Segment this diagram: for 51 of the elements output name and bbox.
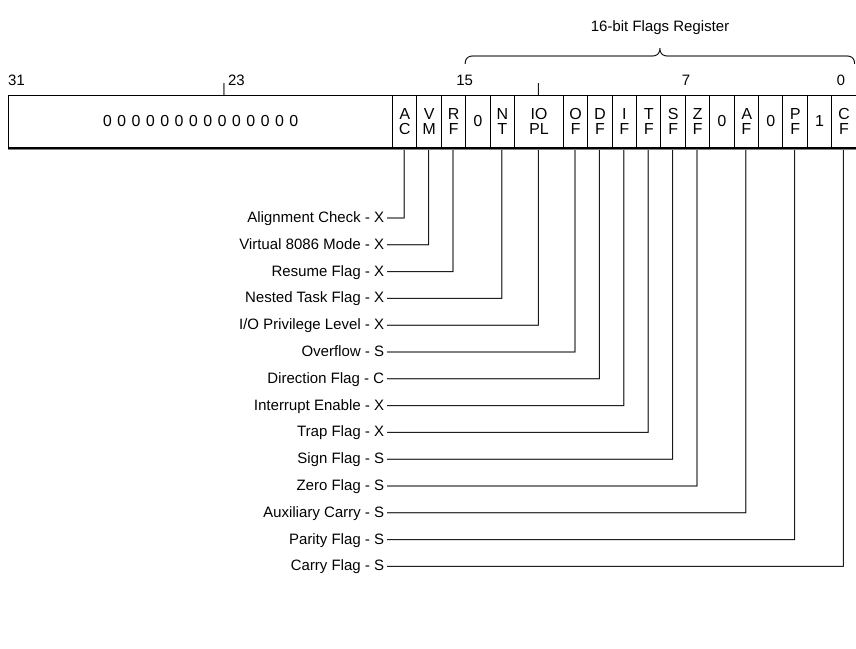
flag-bit-cell: V M: [416, 95, 442, 148]
bit-number: 23: [228, 72, 245, 89]
flag-bit-cell: 0: [758, 95, 784, 148]
flag-label: Virtual 8086 Mode - X: [239, 236, 384, 254]
leader-line: [386, 150, 624, 406]
flag-bit-cell: Z F: [684, 95, 710, 148]
bit-number: 15: [456, 72, 473, 89]
leader-line: [386, 150, 796, 540]
flag-label: Alignment Check - X: [247, 209, 384, 227]
flag-label: Resume Flag - X: [271, 262, 384, 281]
flag-bit-cell: 0: [709, 95, 735, 148]
flag-bit-cell: T F: [636, 95, 662, 148]
leader-line: [386, 150, 430, 246]
flag-label: Auxiliary Carry - S: [263, 504, 384, 522]
leader-line: [386, 150, 539, 326]
flag-label: Direction Flag - C: [267, 370, 384, 388]
flag-bit-cell: S F: [660, 95, 686, 148]
flag-label: I/O Privilege Level - X: [238, 316, 384, 334]
flag-label: Nested Task Flag - X: [245, 289, 384, 308]
bit-number: 31: [8, 72, 25, 89]
flag-bit-cell: O F: [562, 95, 588, 148]
bit-number: 7: [682, 72, 690, 89]
leader-line: [386, 150, 746, 514]
flag-label: Interrupt Enable - X: [254, 396, 384, 415]
flag-bit-cell: N T: [490, 95, 515, 148]
flag-label: Parity Flag - S: [288, 530, 384, 549]
register-caption: 16-bit Flags Register: [590, 18, 730, 35]
flag-bit-cell: A F: [734, 95, 759, 148]
bit-number: 0: [836, 72, 845, 89]
flag-bit-cell: 0: [465, 95, 491, 148]
flag-label: Overflow - S: [301, 343, 384, 361]
flag-label: Zero Flag - S: [296, 477, 384, 495]
flag-bit-cell: IO PL: [514, 95, 564, 148]
flag-bit-cell: I F: [612, 95, 637, 148]
leader-line: [386, 150, 576, 352]
flag-bit-cell: A C: [392, 95, 418, 148]
flag-bit-cell: R F: [440, 95, 466, 148]
reserved-bits-cell: 0 0 0 0 0 0 0 0 0 0 0 0 0 0: [8, 95, 393, 148]
flag-bit-cell: P F: [782, 95, 808, 148]
leader-line: [386, 150, 649, 433]
leader-line: [386, 150, 600, 380]
flag-bit-cell: D F: [587, 95, 613, 148]
flag-bit-cell: 1: [806, 95, 832, 148]
leader-line: [386, 150, 844, 567]
flag-label: Sign Flag - S: [297, 450, 384, 468]
flag-label: Carry Flag - S: [290, 557, 384, 576]
leader-line: [386, 150, 405, 218]
leader-line: [386, 150, 502, 299]
flag-bit-cell: C F: [831, 95, 856, 148]
leader-line: [386, 150, 454, 272]
flag-label: Trap Flag - X: [297, 423, 384, 442]
